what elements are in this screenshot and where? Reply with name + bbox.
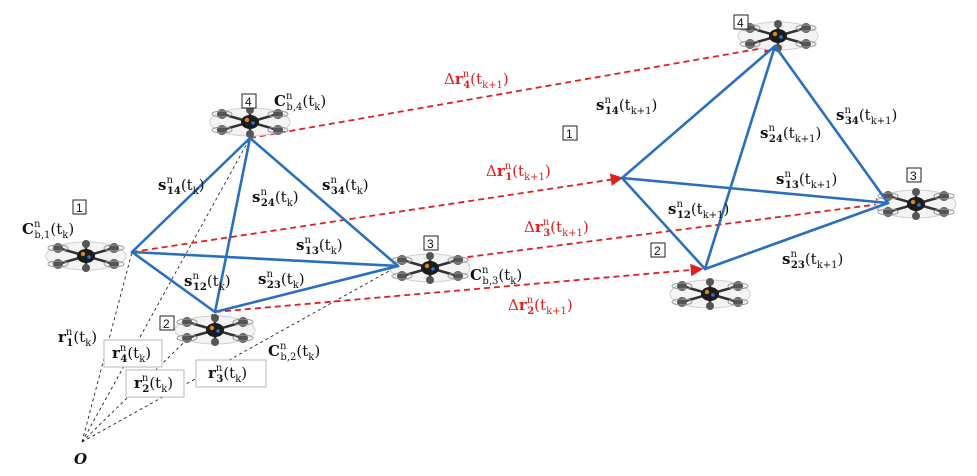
- id-box-2-tk1: 2: [650, 242, 666, 258]
- id-box-2-tk: 2: [159, 315, 175, 331]
- motion-arrow-4: [249, 41, 777, 139]
- formation-edges-tk: [130, 136, 400, 314]
- svg-text:4: 4: [245, 95, 252, 109]
- r4-label-box: [103, 339, 163, 368]
- edge-34-tk1: [773, 44, 890, 205]
- svg-text:4: 4: [737, 16, 744, 30]
- edge-24-tk: [213, 136, 252, 314]
- edge-12-tk: [130, 250, 217, 314]
- svg-text:1: 1: [566, 127, 573, 141]
- svg-text:3: 3: [910, 169, 917, 183]
- ref-line-4: [81, 137, 251, 443]
- drone-4-tk1: [736, 18, 820, 54]
- id-box-4-tk1: 4: [733, 14, 749, 30]
- id-box-3-tk1: 3: [906, 167, 922, 183]
- svg-text:1: 1: [76, 201, 83, 215]
- motion-arrows: [131, 41, 890, 313]
- edge-34-tk: [248, 136, 400, 268]
- drone-2-tk: [173, 312, 257, 348]
- edge-13-tk1: [620, 176, 890, 205]
- ref-line-3: [81, 265, 399, 443]
- id-box-1-tk1: 1: [562, 125, 578, 141]
- edge-23-tk1: [703, 201, 890, 271]
- drone-1-tk: [44, 238, 128, 274]
- edge-12-tk1: [620, 176, 707, 271]
- id-box-1-tk: 1: [72, 199, 87, 215]
- drone-3-tk: [388, 250, 472, 286]
- motion-arrow-3: [397, 198, 890, 267]
- edge-14-tk: [130, 136, 252, 254]
- drone-4-tk: [208, 104, 292, 140]
- edge-24-tk1: [703, 44, 777, 271]
- drone-2-tk1: [668, 276, 752, 312]
- edge-23-tk: [213, 264, 400, 314]
- formation-edges-tk1: [620, 44, 890, 271]
- svg-text:2: 2: [163, 317, 170, 331]
- svg-text:2: 2: [654, 244, 661, 258]
- r3-label-box: [195, 359, 267, 388]
- motion-arrow-2: [214, 263, 704, 313]
- id-box-4-tk: 4: [241, 93, 257, 109]
- id-box-3-tk: 3: [423, 235, 439, 251]
- origin-label: O: [74, 450, 87, 468]
- svg-text:3: 3: [427, 237, 434, 251]
- edge-13-tk: [130, 250, 400, 268]
- motion-arrow-1: [131, 173, 624, 253]
- r2-label-box: [125, 369, 185, 398]
- edge-14-tk1: [620, 44, 777, 180]
